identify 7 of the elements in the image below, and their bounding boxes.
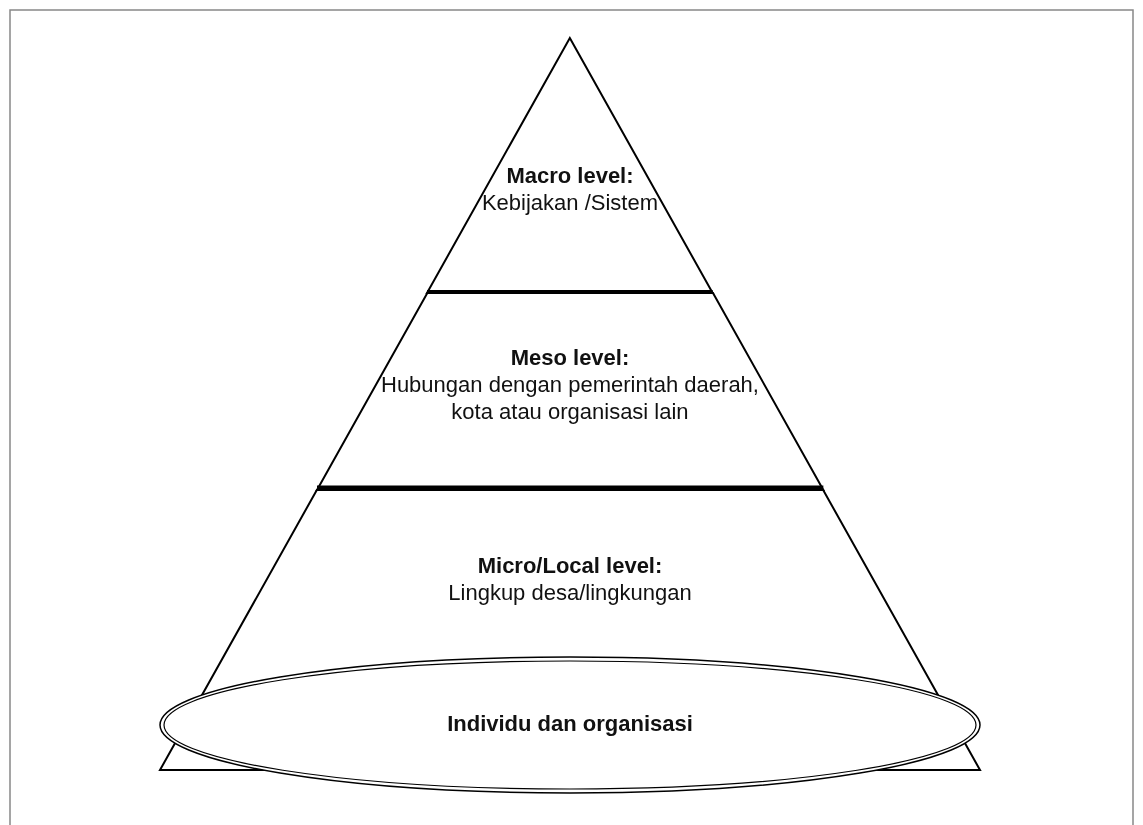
level-heading: Micro/Local level: bbox=[477, 553, 663, 580]
level-heading: Macro level: bbox=[506, 163, 634, 190]
level-description: Lingkup desa/lingkungan bbox=[448, 579, 692, 607]
level-heading: Meso level: bbox=[510, 345, 630, 372]
level-description: Hubungan dengan pemerintah daerah, kota atau organisasi lain bbox=[380, 371, 760, 426]
level-description: Kebijakan /Sistem bbox=[481, 189, 659, 217]
base-label: Individu dan organisasi bbox=[447, 711, 693, 738]
